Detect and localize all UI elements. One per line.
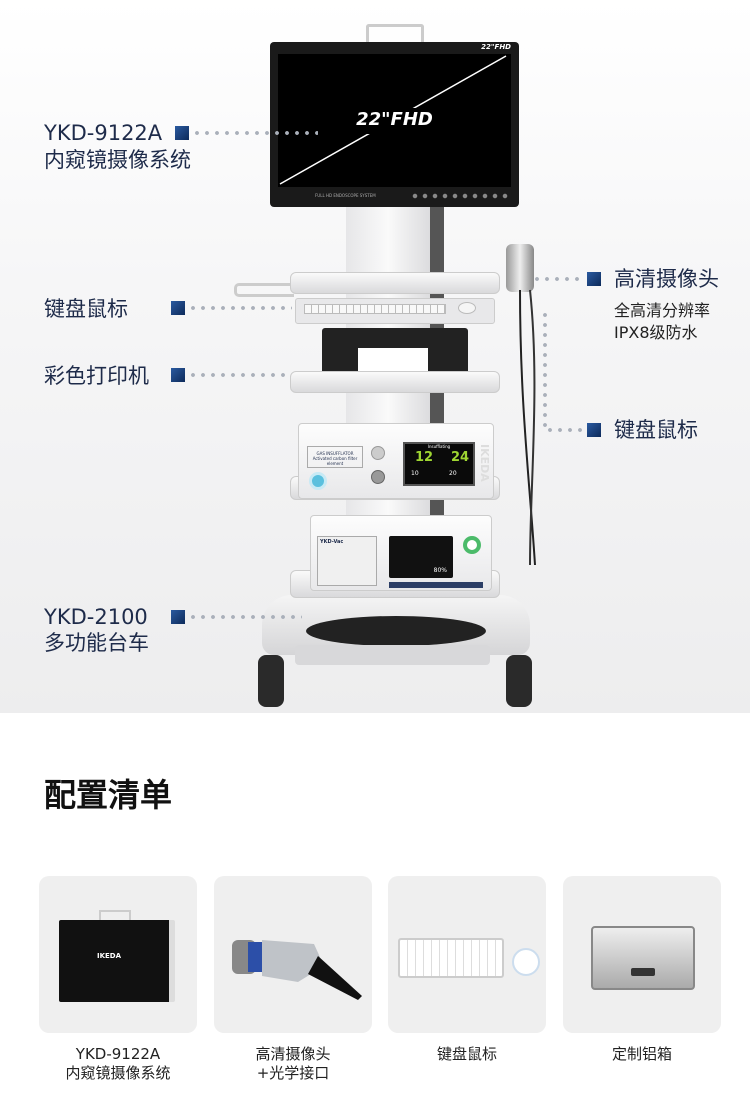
keyboard-tray xyxy=(295,298,495,324)
camera-feature-waterproof: IPX8级防水 xyxy=(614,323,698,342)
cart-foot xyxy=(295,645,490,665)
caption-line2: +光学接口 xyxy=(256,1064,330,1082)
brand-logo: IKEDA xyxy=(97,952,122,960)
vac-value: 80% xyxy=(433,567,447,574)
config-caption: 高清摄像头+光学接口 xyxy=(214,1045,372,1083)
callout-camera: 高清摄像头 xyxy=(614,267,719,291)
callout-marker-icon xyxy=(175,126,189,140)
callout-system-model: YKD-9122A xyxy=(44,121,163,145)
gas-port xyxy=(371,470,385,484)
caption-line1: 定制铝箱 xyxy=(611,1045,672,1063)
monitor-buttons xyxy=(410,192,510,200)
caption-line1: 键盘鼠标 xyxy=(436,1045,497,1063)
flow-setting: 20 xyxy=(449,470,457,477)
config-card-monitor: IKEDA xyxy=(39,876,197,1033)
vacuum-unit: YKD-Vac 80% xyxy=(310,515,492,591)
monitor-screen-label: 22"FHD xyxy=(356,109,433,130)
callout-dotted-line xyxy=(532,277,582,281)
callout-marker-icon xyxy=(171,368,185,382)
vac-strip xyxy=(389,582,483,588)
callout-cart-name: 多功能台车 xyxy=(44,631,149,655)
monitor: 22"FHD 22"FHD FULL HD ENDOSCOPE SYSTEM xyxy=(270,42,519,207)
gas-port xyxy=(371,446,385,460)
section-title: 配置清单 xyxy=(44,776,173,814)
monitor-badge: 22"FHD xyxy=(481,43,511,51)
keyboard-shelf xyxy=(290,272,500,294)
config-caption: 键盘鼠标 xyxy=(388,1045,546,1064)
callout-dotted-line xyxy=(545,428,583,432)
insufflator-sub: Activated carbon filter element xyxy=(312,456,358,466)
pressure-setting: 10 xyxy=(411,470,419,477)
power-button xyxy=(309,472,327,490)
config-caption: 定制铝箱 xyxy=(563,1045,721,1064)
caster-wheel xyxy=(506,655,532,707)
insufflator-title: GAS INSUFFLATOR xyxy=(316,451,354,456)
caster-wheel xyxy=(258,655,284,707)
callout-printer: 彩色打印机 xyxy=(44,364,149,388)
insufflator-screen: Insufflating 12 24 10 20 xyxy=(403,442,475,486)
camera-cable xyxy=(519,289,536,566)
camera-head xyxy=(506,244,534,292)
flow-value: 24 xyxy=(451,450,470,465)
caption-line1: 高清摄像头 xyxy=(255,1045,331,1063)
config-card-keyboard xyxy=(388,876,546,1033)
caption-line1: YKD-9122A xyxy=(75,1045,161,1063)
power-button xyxy=(463,536,481,554)
config-card-camera xyxy=(214,876,372,1033)
callout-cart-model: YKD-2100 xyxy=(44,605,148,629)
callout-keyboard-right: 键盘鼠标 xyxy=(614,418,698,442)
callout-marker-icon xyxy=(171,301,185,315)
callout-dotted-line xyxy=(188,615,302,619)
shelf-handle xyxy=(234,283,294,297)
callout-system-name: 内窥镜摄像系统 xyxy=(44,148,191,172)
callout-marker-icon xyxy=(587,272,601,286)
keyboard-thumbnail xyxy=(398,938,504,978)
pressure-value: 12 xyxy=(415,450,434,465)
printer-shelf xyxy=(290,371,500,393)
config-card-case xyxy=(563,876,721,1033)
callout-marker-icon xyxy=(171,610,185,624)
camera-head-thumbnail xyxy=(232,940,362,1000)
cart-base-pad xyxy=(306,616,486,646)
vac-screen: 80% xyxy=(389,536,453,578)
callout-keyboard-left: 键盘鼠标 xyxy=(44,297,128,321)
brand-text: IKEDA xyxy=(478,444,491,482)
callout-dotted-line xyxy=(188,373,332,377)
callout-dotted-line xyxy=(188,306,292,310)
aluminum-case-thumbnail xyxy=(591,926,695,990)
monitor-thumbnail: IKEDA xyxy=(59,920,175,1002)
mouse-thumbnail xyxy=(512,948,540,976)
callout-marker-icon xyxy=(587,423,601,437)
monitor-footer: FULL HD ENDOSCOPE SYSTEM xyxy=(315,193,376,198)
vac-title: YKD-Vac xyxy=(320,539,344,545)
camera-feature-resolution: 全高清分辨率 xyxy=(614,301,711,320)
caption-line2: 内窥镜摄像系统 xyxy=(65,1064,171,1082)
monitor-handle xyxy=(366,24,424,44)
screen-title: Insufflating xyxy=(427,444,451,449)
callout-dotted-line xyxy=(543,310,547,430)
gas-insufflator: GAS INSUFFLATOR Activated carbon filter … xyxy=(298,423,494,499)
callout-dotted-line xyxy=(192,131,318,135)
